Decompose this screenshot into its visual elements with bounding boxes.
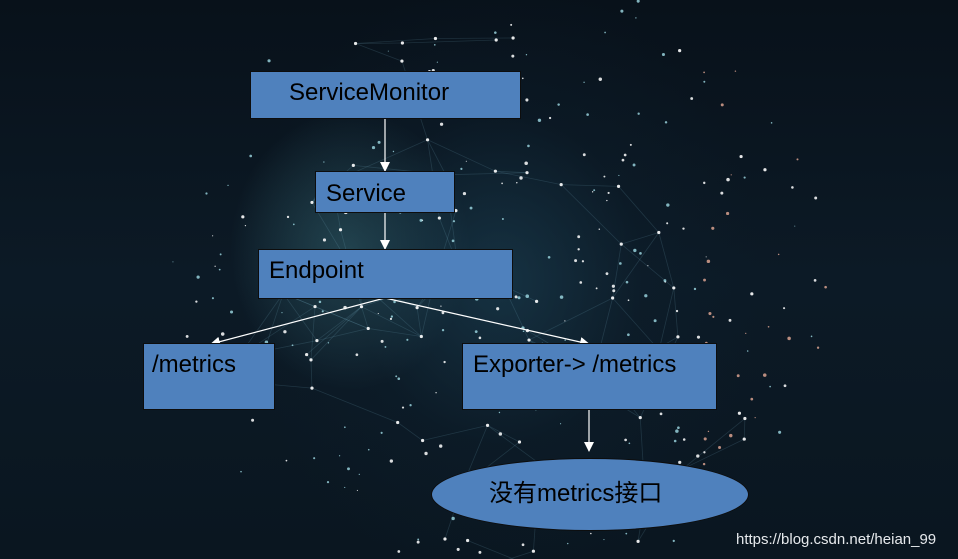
node-service-monitor-label: ServiceMonitor: [289, 79, 450, 106]
node-endpoint-label: Endpoint: [269, 257, 364, 284]
node-service-monitor[interactable]: ServiceMonitor: [250, 71, 521, 119]
node-exporter-label: Exporter-> /metrics: [473, 351, 677, 378]
node-endpoint[interactable]: Endpoint: [258, 249, 513, 299]
watermark-url: https://blog.csdn.net/heian_99: [736, 531, 937, 548]
node-service[interactable]: Service: [315, 171, 455, 213]
node-no-metrics-interface-label: 没有metrics接口: [489, 480, 663, 507]
node-service-label: Service: [326, 180, 407, 207]
node-metrics-label: /metrics: [152, 351, 236, 378]
node-exporter[interactable]: Exporter-> /metrics: [462, 343, 717, 410]
node-metrics[interactable]: /metrics: [143, 343, 275, 410]
node-no-metrics-interface[interactable]: 没有metrics接口: [431, 458, 749, 531]
